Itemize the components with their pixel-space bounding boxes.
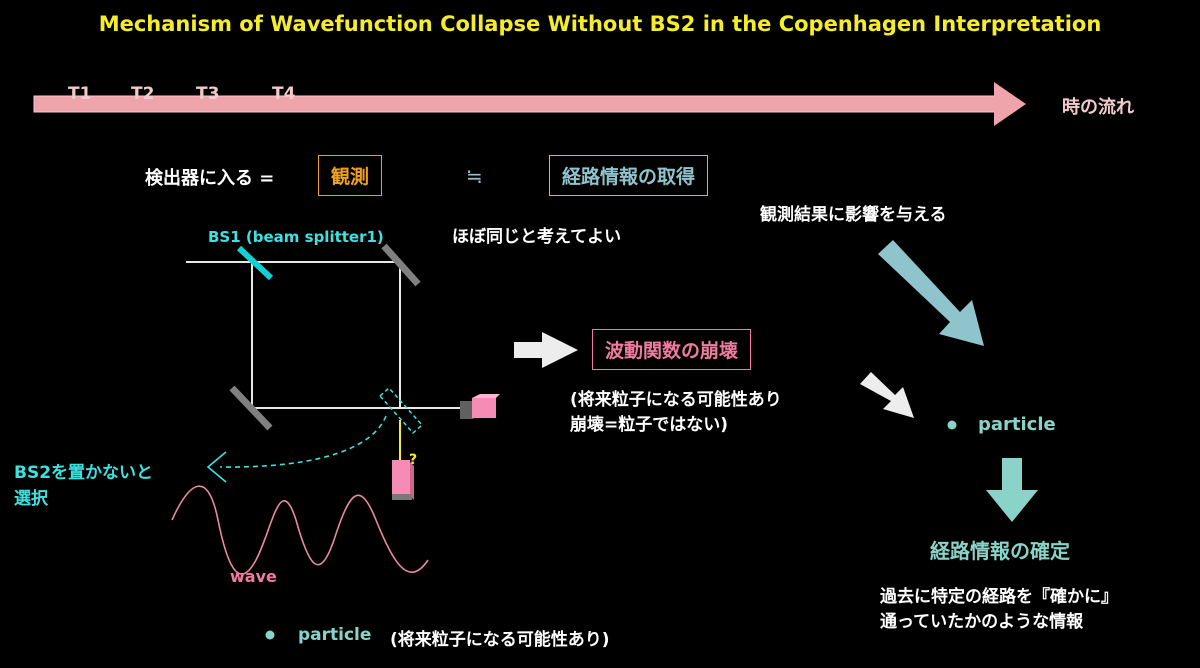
bs2-choice-line2: 選択 — [14, 489, 48, 509]
collapse-note-line2: 崩壊=粒子ではない) — [570, 415, 729, 435]
bs2-choice-arrowhead — [206, 451, 227, 483]
detector-entry-label: 検出器に入る = — [145, 168, 275, 189]
timeline-label-t1: T1 — [68, 84, 92, 104]
path-info-box: 経路情報の取得 — [549, 155, 709, 196]
timeline-label-t2: T2 — [131, 84, 155, 104]
particle-dot-bottom — [265, 630, 275, 640]
particle-dot-right — [947, 420, 957, 430]
observation-box: 観測 — [318, 155, 383, 196]
white-arrow-to-particle — [860, 372, 914, 418]
collapse-box: 波動関数の崩壊 — [592, 329, 752, 370]
bottom-left-mirror — [229, 385, 273, 431]
bs1-mirror — [236, 245, 274, 281]
path-determined-label: 経路情報の確定 — [930, 539, 1070, 563]
top-right-mirror — [381, 243, 421, 287]
right-particle-label: particle — [978, 414, 1056, 435]
detector-bottom — [392, 460, 414, 500]
wave-curve — [171, 485, 429, 575]
detector-question-mark: ? — [409, 452, 418, 468]
bs1-label: BS1 (beam splitter1) — [208, 228, 384, 246]
bs2-choice-line1: BS2を置かないと — [14, 463, 154, 483]
bottom-particle-label: particle — [298, 625, 372, 645]
approx-note: ほぼ同じと考えてよい — [452, 227, 622, 247]
timeline-label-t4: T4 — [272, 84, 296, 104]
teal-down-arrow — [986, 458, 1038, 522]
page-title: Mechanism of Wavefunction Collapse Witho… — [98, 12, 1102, 36]
interferometer — [186, 261, 462, 409]
bottom-particle-note: (将来粒子になる可能性あり) — [390, 630, 610, 650]
collapse-note-line1: (将来粒子になる可能性あり — [570, 390, 782, 410]
timeline-caption: 時の流れ — [1062, 97, 1134, 118]
past-info-line2: 通っていたかのような情報 — [880, 612, 1084, 632]
white-arrow-to-collapse — [514, 332, 578, 368]
influence-note: 観測結果に影響を与える — [760, 205, 947, 225]
wave-label: wave — [230, 567, 277, 586]
timeline-arrow — [33, 82, 1026, 126]
approx-symbol: ≒ — [466, 164, 483, 188]
detector-right — [460, 394, 500, 419]
timeline-label-t3: T3 — [196, 84, 220, 104]
bs2-absent-outline — [378, 386, 424, 435]
past-info-line1: 過去に特定の経路を『確かに』 — [880, 587, 1118, 607]
influence-arrow — [878, 240, 984, 346]
bs2-choice-curve — [219, 415, 387, 468]
